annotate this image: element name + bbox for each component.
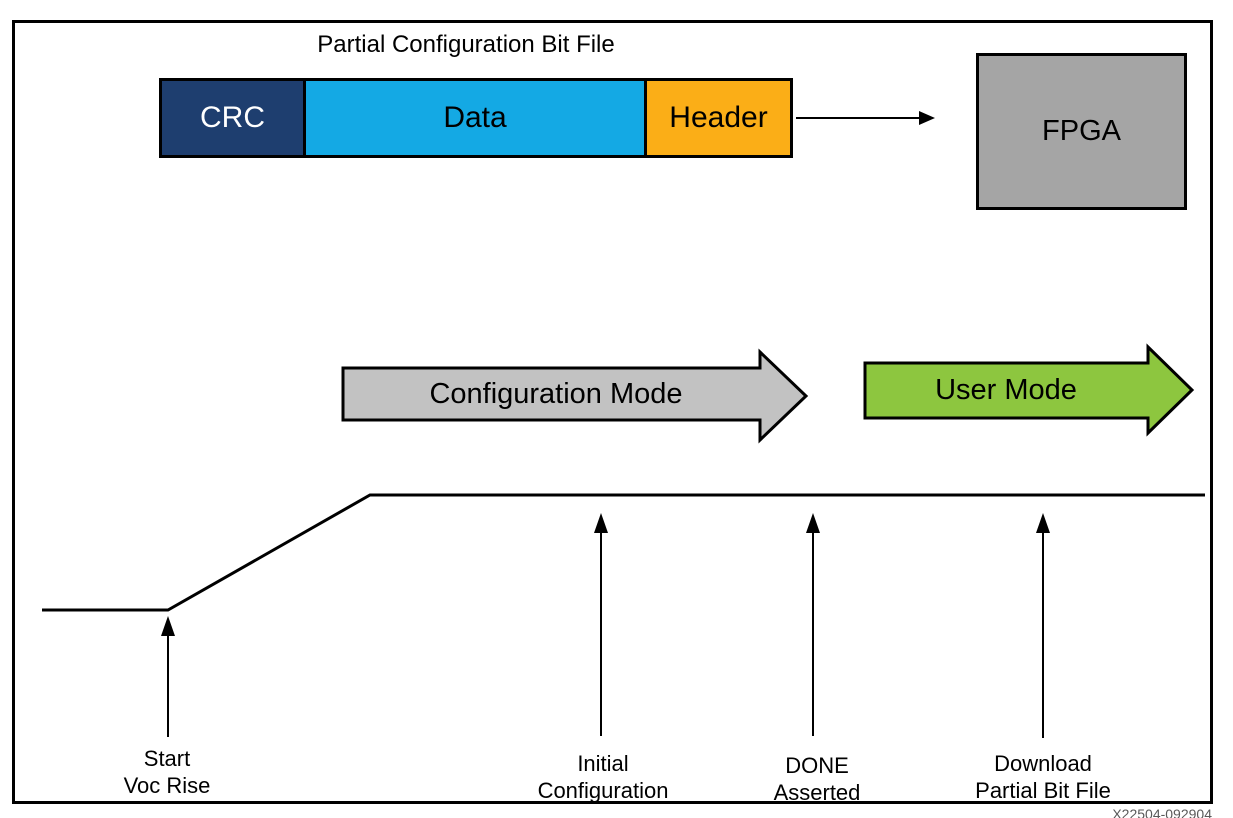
event-label-line1: Initial [577, 751, 629, 776]
user-mode-label: User Mode [935, 373, 1077, 406]
bitfile-segment-header: Header [644, 78, 793, 158]
up-arrowhead-icon [161, 616, 175, 636]
up-arrowhead-icon [806, 513, 820, 533]
event-arrow-done-asserted [806, 513, 820, 736]
up-arrowhead-icon [1036, 513, 1050, 533]
event-label-line1: Start [143, 746, 191, 771]
arrowhead-icon [919, 111, 935, 125]
header-label: Header [669, 101, 768, 134]
bitfile-segment-crc: CRC [159, 78, 306, 158]
event-label-line2: Partial Bit File [975, 778, 1111, 803]
bitfile-to-fpga-arrow [796, 111, 935, 125]
crc-label: CRC [200, 101, 265, 134]
event-label-initial-configuration: Initial Configuration [483, 750, 723, 804]
user-mode-arrow-shape [863, 343, 1195, 437]
event-label-line2: Asserted [773, 780, 861, 805]
voltage-waveform [42, 493, 1205, 612]
event-arrow-start-voc-rise [161, 616, 175, 737]
figure-id-watermark: X22504-092904 [1112, 806, 1212, 818]
bitfile-bar: CRC Data Header [159, 78, 793, 158]
diagram-title: Partial Configuration Bit File [317, 31, 615, 58]
fpga-label: FPGA [1042, 115, 1121, 147]
event-label-download-partial-bit-file: Download Partial Bit File [923, 750, 1163, 804]
configuration-mode-label: Configuration Mode [429, 377, 683, 410]
configuration-mode-arrow-shape [341, 348, 809, 444]
event-label-line1: DONE [785, 753, 849, 778]
event-label-done-asserted: DONE Asserted [697, 752, 937, 806]
event-label-line1: Download [994, 751, 1092, 776]
bitfile-segment-data: Data [303, 78, 647, 158]
fpga-box: FPGA [976, 53, 1187, 210]
outer-border [12, 20, 1213, 804]
event-arrow-download-partial-bit-file [1036, 513, 1050, 738]
event-arrow-initial-configuration [594, 513, 608, 736]
event-label-start-voc-rise: Start Voc Rise [47, 745, 287, 799]
event-label-line2: Configuration [537, 778, 669, 803]
up-arrowhead-icon [594, 513, 608, 533]
data-label: Data [443, 101, 507, 134]
event-label-line2: Voc Rise [123, 773, 211, 798]
